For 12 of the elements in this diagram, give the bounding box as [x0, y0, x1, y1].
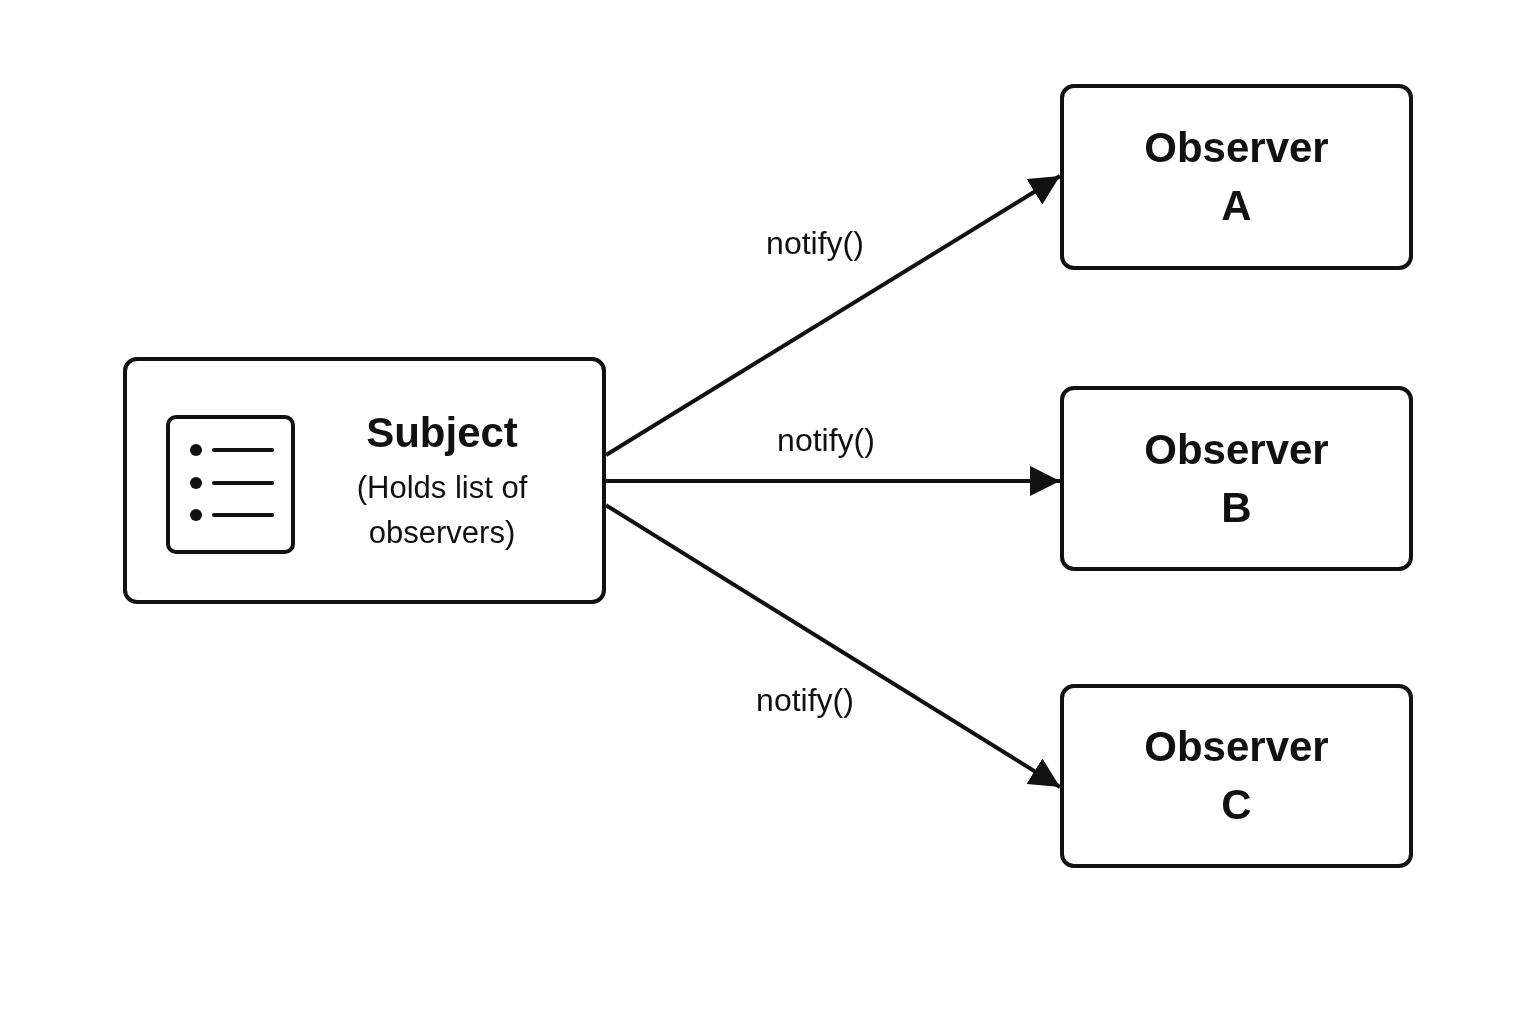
- node-description: (Holds list of observers): [355, 469, 529, 552]
- node-title: Subject: [366, 408, 518, 458]
- node-title: Observer A: [1143, 123, 1330, 231]
- observer-box: [1060, 84, 1413, 270]
- node-title: Observer C: [1143, 722, 1330, 830]
- arrow: [606, 465, 1060, 496]
- subject-box: [123, 357, 606, 604]
- arrow: [604, 174, 1062, 457]
- arrow: [604, 503, 1062, 789]
- node-title: Observer B: [1143, 424, 1330, 533]
- observer-box: [1060, 684, 1413, 868]
- observer-box: [1060, 386, 1413, 571]
